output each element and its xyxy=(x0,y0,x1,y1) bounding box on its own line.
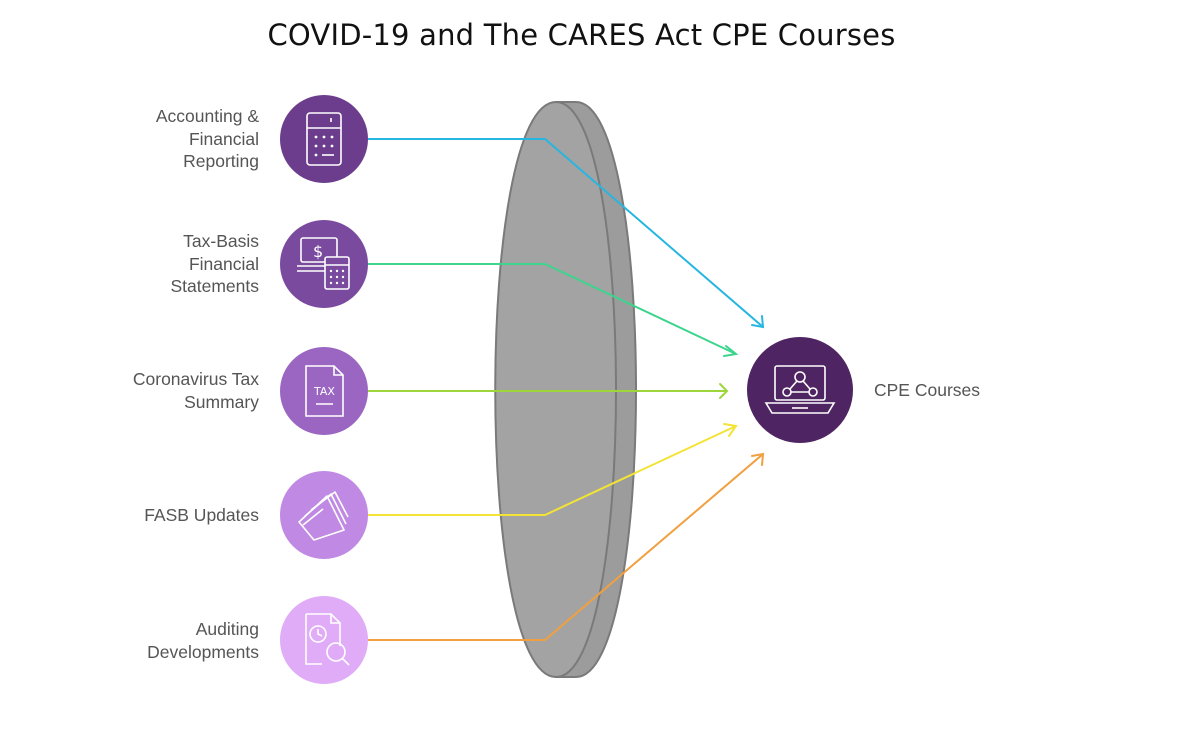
arrowhead-coronavirus xyxy=(719,383,729,399)
connector-fasb xyxy=(368,425,737,516)
output-circle xyxy=(747,337,853,443)
connector-tax-basis xyxy=(368,263,737,355)
input-circle-coronavirus xyxy=(280,347,368,435)
input-circle-tax-basis xyxy=(280,220,368,308)
arrowhead-tax-basis xyxy=(723,345,739,357)
lens xyxy=(494,100,637,679)
arrowhead-accounting xyxy=(751,315,765,329)
input-label-auditing: Auditing Developments xyxy=(147,619,259,662)
svg-text:$: $ xyxy=(313,242,323,261)
arrowhead-fasb xyxy=(723,423,738,437)
connector-accounting xyxy=(368,138,764,328)
calculator-icon xyxy=(306,112,342,166)
output-label: CPE Courses xyxy=(874,380,981,400)
arrowhead-auditing xyxy=(751,452,765,466)
connector-auditing xyxy=(368,453,764,641)
money-calculator-icon: $ xyxy=(297,237,350,290)
connectors xyxy=(368,138,764,641)
input-circle-fasb xyxy=(280,471,368,559)
tax-icon-text: TAX xyxy=(313,385,335,398)
diagram-title: COVID-19 and The CARES Act CPE Courses xyxy=(267,18,896,52)
input-label-fasb: FASB Updates xyxy=(144,505,259,525)
tax-document-icon: TAX xyxy=(305,365,344,417)
online-course-icon xyxy=(764,365,836,414)
input-label-tax-basis: Tax-Basis Financial Statements xyxy=(170,231,259,296)
audit-search-icon xyxy=(305,613,350,666)
papers-icon xyxy=(298,491,349,541)
input-label-coronavirus: Coronavirus Tax Summary xyxy=(132,369,259,412)
lens-front xyxy=(494,100,617,679)
arrowheads xyxy=(719,315,765,466)
input-label-accounting: Accounting & Financial Reporting xyxy=(155,106,259,171)
input-circle-accounting xyxy=(280,95,368,183)
